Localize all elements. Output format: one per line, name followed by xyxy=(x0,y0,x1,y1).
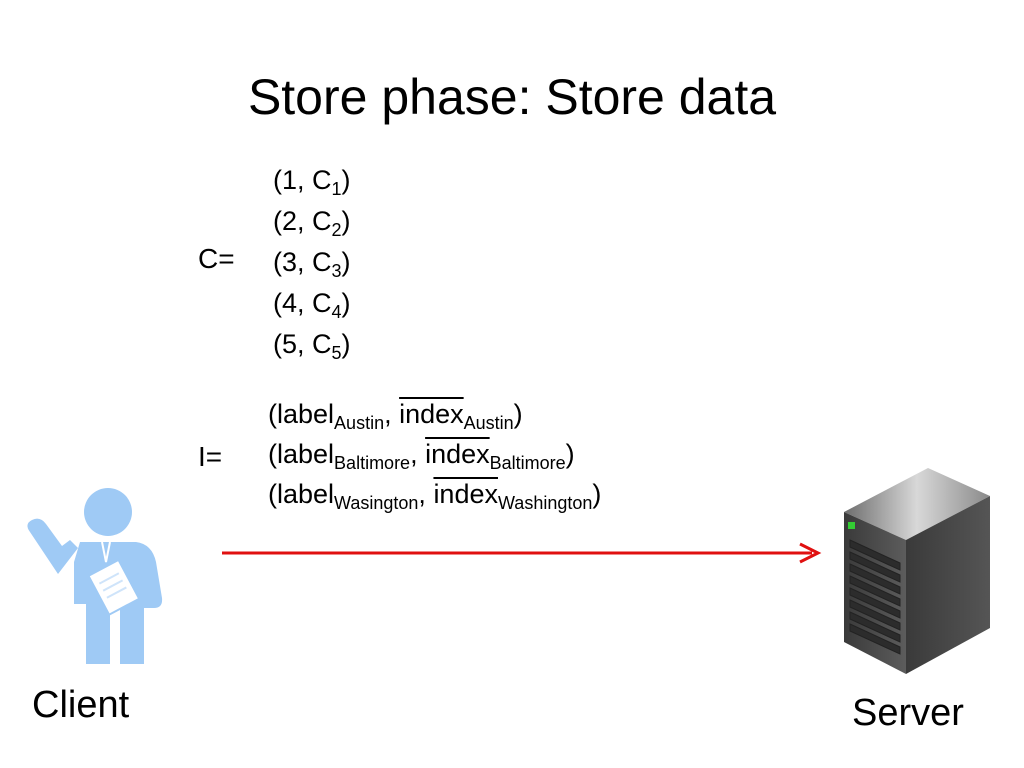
i-entry: (labelBaltimore, indexBaltimore) xyxy=(268,439,575,473)
index-overlined: index xyxy=(433,479,498,509)
c-entry: (1, C1) xyxy=(273,165,351,199)
person-with-clipboard-icon xyxy=(27,488,163,664)
i-entry: (labelAustin, indexAustin) xyxy=(268,399,523,433)
i-entries-list: (labelAustin, indexAustin) (labelBaltimo… xyxy=(268,394,601,514)
index-overlined: index xyxy=(425,439,490,469)
arrow-icon xyxy=(222,542,822,564)
i-entry: (labelWasington, indexWashington) xyxy=(268,479,602,513)
server-tower-icon xyxy=(844,468,990,674)
c-entries-list: (1, C1) (2, C2) (3, C3) (4, C4) (5, C5) xyxy=(273,160,351,365)
slide-title: Store phase: Store data xyxy=(247,69,777,125)
c-entry: (5, C5) xyxy=(273,329,351,363)
c-entry: (2, C2) xyxy=(273,206,351,240)
client-label: Client xyxy=(32,684,130,726)
i-set-label: I= xyxy=(198,441,223,472)
c-entry: (4, C4) xyxy=(273,288,351,322)
c-set-label: C= xyxy=(198,243,235,274)
server-label: Server xyxy=(852,692,964,734)
index-overlined: index xyxy=(399,399,464,429)
c-entry: (3, C3) xyxy=(273,247,351,281)
